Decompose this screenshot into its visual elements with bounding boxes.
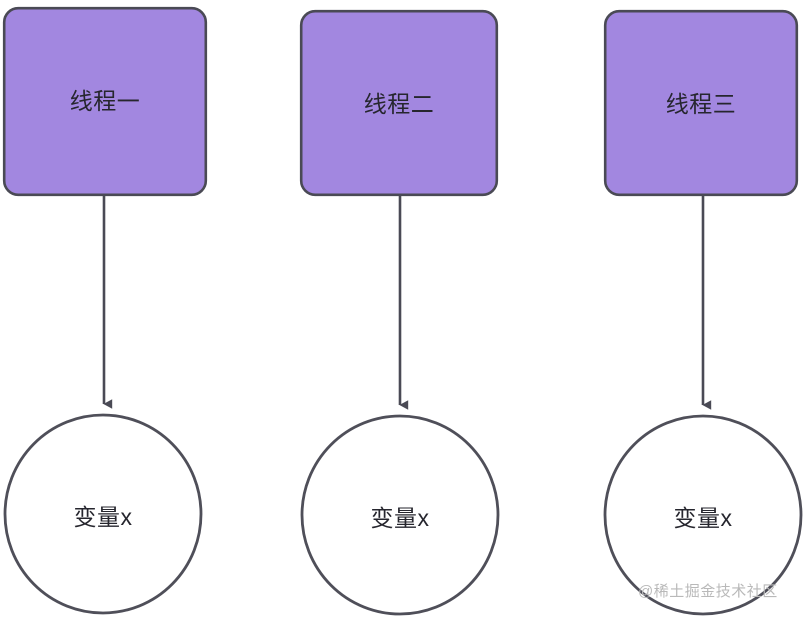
thread-box-2[interactable] [299, 9, 499, 197]
thread-label-1: 线程一 [69, 88, 141, 114]
thread-box-1[interactable] [2, 6, 208, 197]
variable-circle-2[interactable] [300, 414, 500, 616]
thread-label-2: 线程二 [363, 91, 435, 117]
variable-label-2: 变量x [370, 505, 430, 531]
thread-label-3: 线程三 [665, 91, 737, 117]
watermark: @稀土掘金技术社区 [638, 583, 778, 600]
variable-circle-3[interactable] [603, 414, 803, 616]
variable-circle-1[interactable] [3, 413, 203, 615]
variable-label-3: 变量x [673, 505, 733, 531]
variable-label-1: 变量x [73, 504, 133, 530]
thread-box-3[interactable] [603, 9, 799, 197]
